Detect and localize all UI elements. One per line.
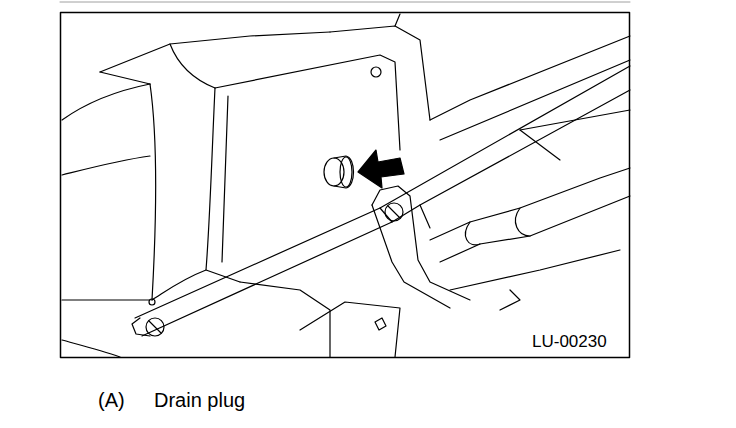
figure-frame bbox=[61, 13, 630, 358]
figure-code: LU-00230 bbox=[530, 333, 609, 352]
drain-plug bbox=[324, 156, 354, 188]
callout-letter: (A) bbox=[98, 389, 125, 411]
pointer-arrow bbox=[358, 150, 404, 188]
part-name: Drain plug bbox=[154, 389, 245, 411]
